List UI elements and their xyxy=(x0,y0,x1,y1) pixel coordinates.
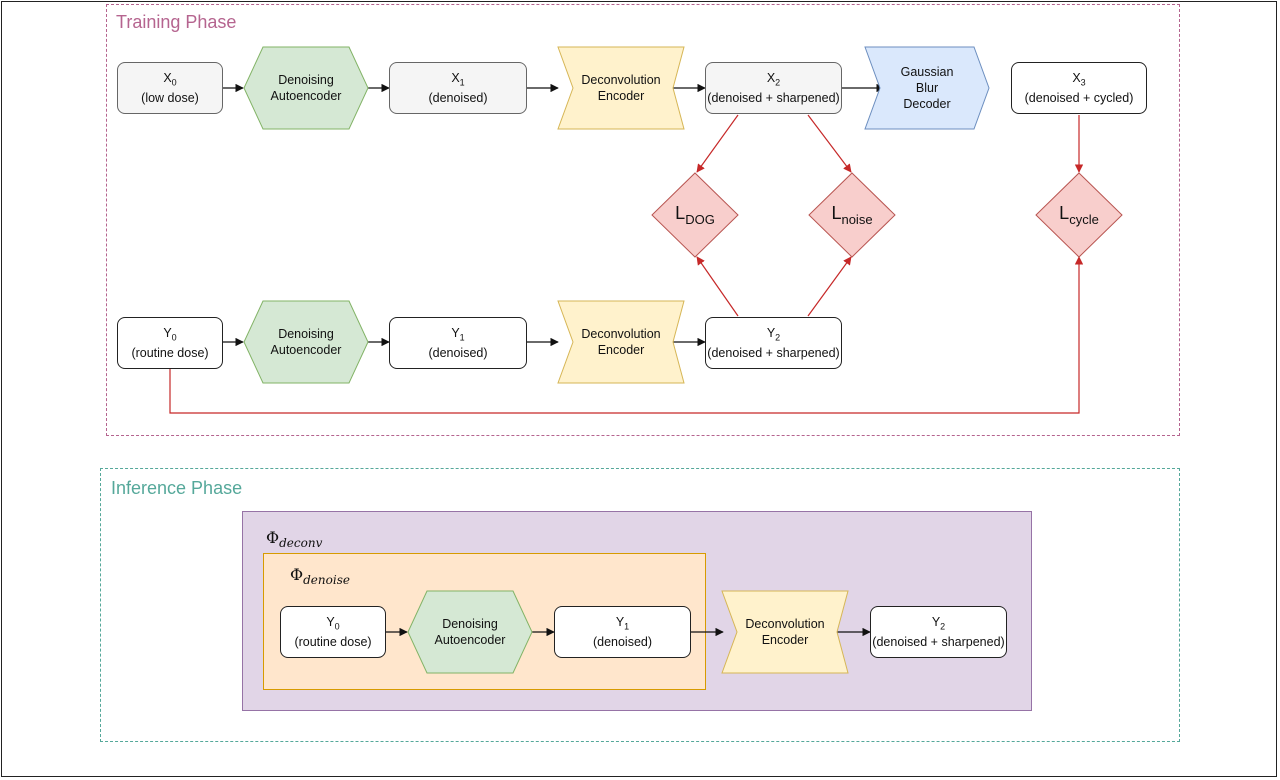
arrow-x2-to-lnoise xyxy=(807,114,852,173)
inference-node-y2: Y2 (denoised + sharpened) xyxy=(870,606,1007,658)
chevron-icon xyxy=(557,300,685,384)
inference-node-y1-name: Y1 xyxy=(615,614,630,632)
node-y2-desc: (denoised + sharpened) xyxy=(707,346,840,361)
inference-phase-container xyxy=(100,468,1180,742)
node-x3: X3 (denoised + cycled) xyxy=(1011,62,1147,114)
node-x0-desc: (low dose) xyxy=(141,91,199,106)
node-x3-name: X3 xyxy=(1072,70,1086,88)
node-x1-desc: (denoised) xyxy=(428,91,488,106)
node-x2-desc: (denoised + sharpened) xyxy=(707,91,840,106)
node-x1-name: X1 xyxy=(451,70,465,88)
inference-node-y0: Y0 (routine dose) xyxy=(280,606,386,658)
chevron-icon xyxy=(721,590,849,674)
inference-node-y2-desc: (denoised + sharpened) xyxy=(872,635,1005,650)
node-x2-name: X2 xyxy=(766,70,781,88)
node-y1-name: Y1 xyxy=(451,325,465,343)
inference-node-y0-desc: (routine dose) xyxy=(294,635,372,650)
node-y0: Y0 (routine dose) xyxy=(117,317,223,369)
loss-cycle-label: Lcycle xyxy=(1059,203,1099,227)
node-y2: Y2 (denoised + sharpened) xyxy=(705,317,842,369)
node-y0-name: Y0 xyxy=(163,325,177,343)
inference-node-y0-name: Y0 xyxy=(326,614,340,632)
arrow-y2-to-lnoise xyxy=(807,256,852,317)
loss-dog-label: LDOG xyxy=(675,203,715,227)
arrow-y0-to-lcycle xyxy=(169,256,1084,414)
hexagon-icon xyxy=(407,590,533,674)
chevron-icon xyxy=(557,46,685,130)
node-y1-desc: (denoised) xyxy=(428,346,488,361)
node-x3-desc: (denoised + cycled) xyxy=(1024,91,1134,106)
node-y2-name: Y2 xyxy=(766,325,781,343)
node-x0-name: X0 xyxy=(163,70,177,88)
node-y1: Y1 (denoised) xyxy=(389,317,527,369)
inference-node-y1: Y1 (denoised) xyxy=(554,606,691,658)
phi-denoise-label: Φdenoise xyxy=(290,565,350,588)
node-x0: X0 (low dose) xyxy=(117,62,223,114)
node-x2: X2 (denoised + sharpened) xyxy=(705,62,842,114)
loss-noise-label: Lnoise xyxy=(831,203,873,227)
arrow-y2-to-ldog xyxy=(696,256,739,317)
arrow-x2-to-ldog xyxy=(696,114,739,173)
training-phase-container xyxy=(106,4,1180,436)
phi-deconv-label: Φdeconv xyxy=(266,528,323,551)
hexagon-icon xyxy=(243,46,369,130)
inference-phase-title: Inference Phase xyxy=(111,478,243,498)
node-x1: X1 (denoised) xyxy=(389,62,527,114)
training-phase-title: Training Phase xyxy=(116,12,237,32)
hexagon-icon xyxy=(243,300,369,384)
inference-node-y1-desc: (denoised) xyxy=(592,635,653,650)
pentagon-arrow-icon xyxy=(864,46,990,130)
node-y0-desc: (routine dose) xyxy=(131,346,209,361)
inference-node-y2-name: Y2 xyxy=(931,614,946,632)
